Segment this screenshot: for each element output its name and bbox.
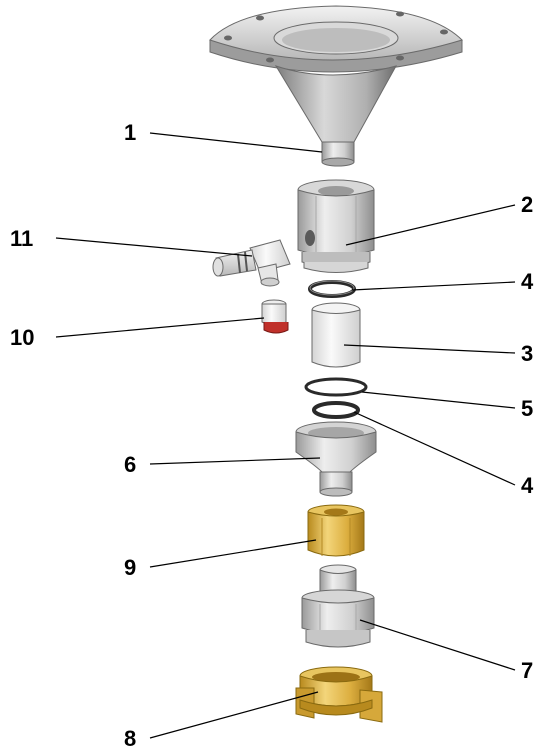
callout-label-4-lower: 4 <box>521 473 534 498</box>
leader-line-9 <box>149 539 317 568</box>
callout-label-2: 2 <box>521 192 533 217</box>
part-4-o-ring-lower <box>312 401 360 419</box>
part-3-sleeve <box>311 302 361 368</box>
leader-line-8 <box>149 691 319 739</box>
callout-label-8: 8 <box>124 726 136 751</box>
callout-label-4-upper: 4 <box>521 269 534 294</box>
part-7-hose-fitting <box>301 564 375 648</box>
leader-line-6 <box>149 457 321 465</box>
leader-line-10 <box>55 317 265 338</box>
leader-lines <box>55 132 516 739</box>
part-9-brass-nut <box>307 504 365 557</box>
callout-label-9: 9 <box>124 555 136 580</box>
part-2-hex-body <box>297 179 375 273</box>
callout-label-10: 10 <box>10 325 34 350</box>
leader-line-4-lower <box>353 411 516 486</box>
leader-line-2 <box>345 204 516 246</box>
callout-label-7: 7 <box>521 658 533 683</box>
part-11-valve-connector <box>212 239 291 287</box>
callout-labels: 1 2 11 4 10 3 5 6 4 9 7 8 <box>10 120 534 751</box>
leader-line-11 <box>55 237 253 257</box>
part-4-o-ring-upper <box>308 280 356 298</box>
part-8-brass-coupling <box>295 666 383 723</box>
part-6-adapter <box>295 421 377 497</box>
callout-label-6: 6 <box>124 452 136 477</box>
leader-line-4-upper <box>351 281 516 291</box>
leader-line-5 <box>361 391 516 409</box>
leader-line-1 <box>149 132 323 153</box>
leader-line-7 <box>359 619 516 671</box>
part-1-flange-funnel <box>209 5 463 167</box>
part-5-o-ring-large <box>304 377 368 397</box>
callout-label-5: 5 <box>521 396 533 421</box>
leader-line-3 <box>343 344 516 354</box>
part-10-seal-fitting <box>261 299 289 334</box>
callout-label-1: 1 <box>124 120 136 145</box>
callout-label-11: 11 <box>10 226 33 251</box>
callout-label-3: 3 <box>521 341 533 366</box>
